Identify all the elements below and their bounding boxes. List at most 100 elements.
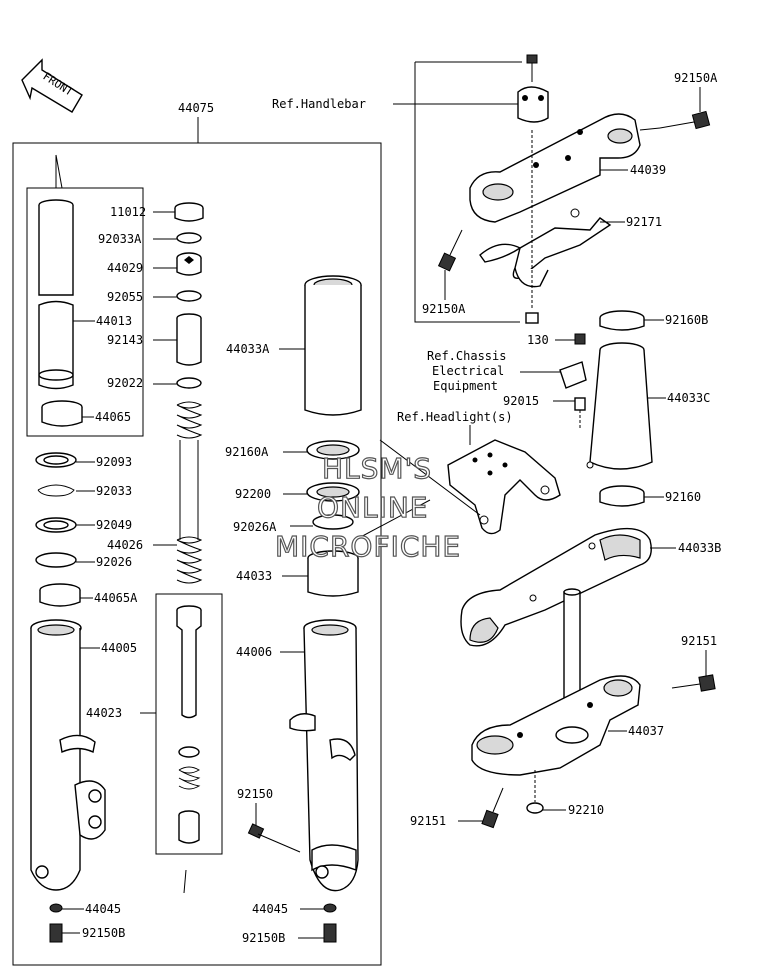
label-92150B-left: 92150B [82,926,125,940]
part-ring-92200 [306,482,360,502]
part-lower-bracket-44037 [471,588,641,776]
assembly-frame-44075 [12,142,382,966]
label-92150B-right: 92150B [242,931,285,945]
part-nut-130 [525,312,539,324]
part-bolt-92151-top [671,674,716,692]
part-seal-92049 [35,517,77,533]
label-92022: 92022 [107,376,143,390]
part-washer-92026A [312,514,354,530]
label-44029: 44029 [107,261,143,275]
part-bolt-92150B-right [323,923,337,943]
label-92143: 92143 [107,333,143,347]
label-44013: 44013 [96,314,132,328]
part-washer-92022 [176,377,202,389]
label-92150A-left: 92150A [422,302,466,316]
label-44037: 44037 [628,724,664,738]
label-92160B: 92160B [665,313,708,327]
watermark-line-1: HLSM'S [322,452,432,485]
label-92015: 92015 [503,394,539,408]
part-spacer-92143 [176,313,202,366]
part-bushing-44065A [39,583,81,607]
part-headlight-bracket [447,439,561,535]
ref-chassis-label-3: Equipment [433,379,498,393]
label-92026: 92026 [96,555,132,569]
part-bolt-92150B-left [49,923,63,943]
label-44075: 44075 [178,101,214,115]
label-92151-bottom: 92151 [410,814,446,828]
ref-headlight-label: Ref.Headlight(s) [397,410,513,424]
label-92160: 92160 [665,490,701,504]
part-outer-tube-44005 [30,619,106,891]
label-44023: 44023 [86,706,122,720]
label-44026: 44026 [107,538,143,552]
part-ring-92033A [176,232,202,244]
label-92210: 92210 [568,803,604,817]
part-top-bracket-44039 [469,86,641,223]
label-44033B: 44033B [678,541,721,555]
part-washer-44045-left [49,903,63,913]
part-washer-44045-right [323,903,337,913]
label-44045-right: 44045 [252,902,288,916]
bracket-frame-handlebar [414,62,520,323]
ref-chassis-label-1: Ref.Chassis [427,349,506,363]
part-damper-rod-44023 [176,605,202,844]
label-44045-left: 44045 [85,902,121,916]
label-44033A: 44033A [226,342,270,356]
part-cover-44033A [304,275,362,416]
label-92200: 92200 [235,487,271,501]
label-44033C: 44033C [667,391,710,405]
front-arrow-icon: FRONT [21,58,83,113]
part-bolt-92150A-left [437,229,463,272]
part-chassis-bracket [559,361,587,389]
part-spring-44026 [176,401,203,584]
part-cover-44033 [307,550,359,597]
watermark-line-3: MICROFICHE [275,530,461,563]
label-92049: 92049 [96,518,132,532]
part-bolt-top [526,54,538,64]
part-bolt-92150A-top [659,110,711,130]
part-adjuster-44029 [176,252,202,276]
label-44065: 44065 [95,410,131,424]
part-washer-92026 [35,552,77,568]
part-inner-tube [38,199,74,390]
watermark: HLSM'S ONLINE MICROFICHE [274,451,461,563]
part-bolt-92150 [247,823,301,853]
part-clip-92033 [37,484,75,497]
assembly-frame-44013 [26,187,144,437]
part-bushing-44065 [41,400,83,427]
label-44005: 44005 [101,641,137,655]
part-cover-44033B [460,527,652,647]
part-cover-44033C [586,342,653,470]
assembly-frame-44023 [155,593,223,855]
ref-handlebar-label: Ref.Handlebar [272,97,366,111]
part-cap-11012 [174,202,204,222]
label-92026A: 92026A [233,520,277,534]
part-oring-92055 [176,290,202,302]
part-ring-92160B [599,310,645,331]
ref-chassis-label-2: Electrical [432,364,504,378]
label-92033A: 92033A [98,232,142,246]
watermark-line-2: ONLINE [317,491,428,524]
label-92151-top: 92151 [681,634,717,648]
part-bolt-92151-bottom [481,787,504,829]
part-outer-tube-44006 [289,619,359,892]
part-bolt-92015 [574,397,586,411]
label-92150: 92150 [237,787,273,801]
label-92160A: 92160A [225,445,269,459]
label-44033: 44033 [236,569,272,583]
label-44065A: 44065A [94,591,138,605]
part-bolt-130 [574,333,586,345]
label-92150A-top: 92150A [674,71,718,85]
label-44006: 44006 [236,645,272,659]
part-ring-92160 [599,485,645,507]
label-130: 130 [527,333,549,347]
part-ring-92160A [306,440,360,460]
part-nut-92210 [526,802,544,814]
label-92171: 92171 [626,215,662,229]
label-92093: 92093 [96,455,132,469]
label-92055: 92055 [107,290,143,304]
label-11012: 11012 [110,205,146,219]
part-seal-92093 [35,452,77,468]
label-92033: 92033 [96,484,132,498]
